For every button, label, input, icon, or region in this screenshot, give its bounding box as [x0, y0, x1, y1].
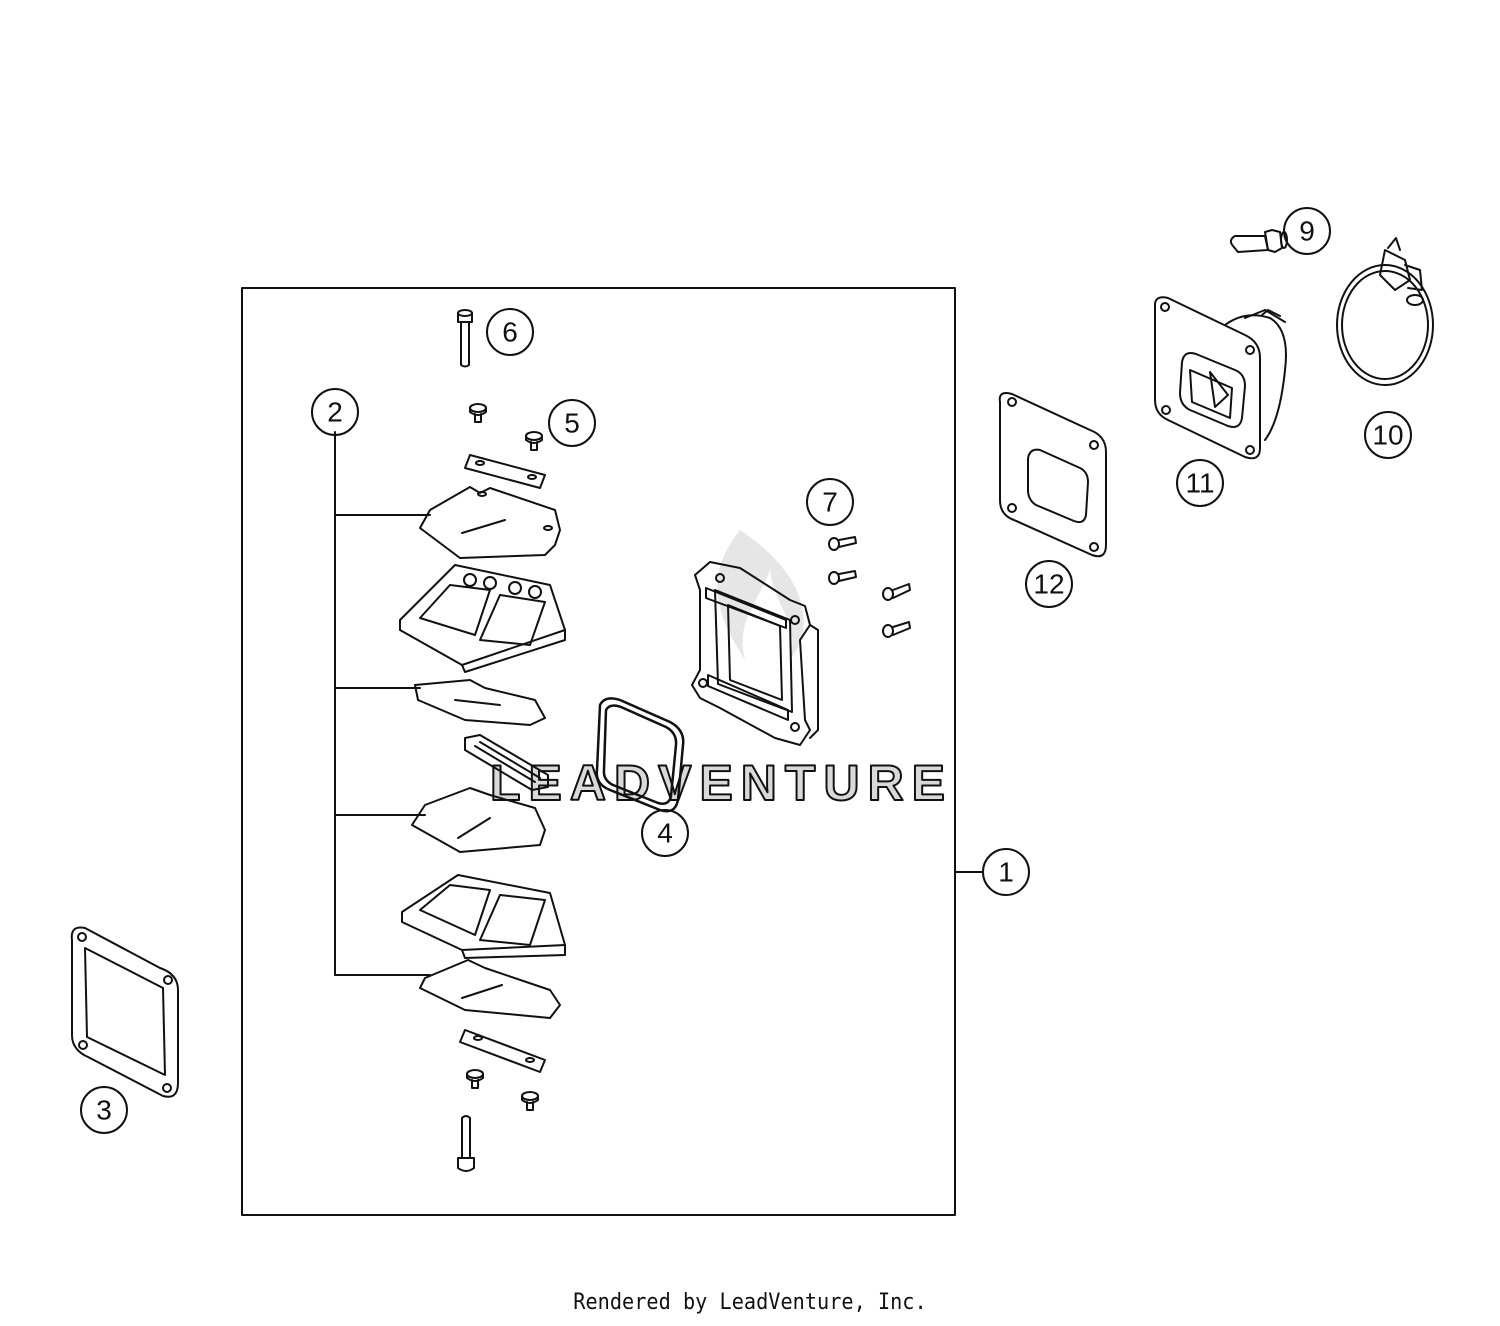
- svg-text:12: 12: [1033, 569, 1064, 600]
- kit-frame: [241, 287, 956, 1216]
- callout-2[interactable]: 2: [311, 388, 359, 436]
- svg-text:3: 3: [96, 1095, 112, 1126]
- intake-flange: [1154, 296, 1287, 460]
- reed-housing: [691, 561, 819, 746]
- svg-text:10: 10: [1372, 420, 1403, 451]
- small-screws-bottom: [466, 1069, 539, 1111]
- callout-11[interactable]: 11: [1176, 459, 1224, 507]
- reed-petal-3: [411, 787, 546, 853]
- footer-credit: Rendered by LeadVenture, Inc.: [573, 1290, 927, 1315]
- svg-text:1: 1: [998, 857, 1014, 888]
- reed-petal-1: [419, 486, 561, 559]
- callout-6[interactable]: 6: [486, 308, 534, 356]
- spacer-bar: [464, 734, 549, 791]
- gasket-12: [998, 392, 1107, 558]
- callout-5[interactable]: 5: [548, 399, 596, 447]
- gasket-3: [70, 926, 179, 1098]
- callout-7[interactable]: 7: [806, 478, 854, 526]
- svg-text:2: 2: [327, 397, 343, 428]
- stop-plate-top: [464, 454, 546, 489]
- svg-text:11: 11: [1185, 468, 1214, 499]
- callout-10[interactable]: 10: [1364, 411, 1412, 459]
- callout-3[interactable]: 3: [80, 1086, 128, 1134]
- svg-text:4: 4: [657, 818, 673, 849]
- screw-top: [457, 309, 473, 368]
- callout-1[interactable]: 1: [982, 848, 1030, 896]
- o-ring: [595, 697, 685, 813]
- reed-block-2: [401, 874, 566, 959]
- callout-4[interactable]: 4: [641, 809, 689, 857]
- reed-petal-2: [414, 679, 546, 726]
- screws-7: [828, 536, 911, 638]
- svg-text:6: 6: [502, 317, 518, 348]
- hose-clamp: [1336, 237, 1434, 386]
- svg-text:5: 5: [564, 408, 580, 439]
- callout-12[interactable]: 12: [1025, 560, 1073, 608]
- bracket-2: [334, 431, 431, 976]
- svg-text:9: 9: [1299, 216, 1315, 247]
- watermark: LEADVENTURE: [489, 530, 953, 812]
- small-screws-top: [469, 403, 543, 451]
- reed-block-1: [399, 564, 566, 673]
- watermark-text: LEADVENTURE: [490, 755, 953, 811]
- bolt-9: [1229, 229, 1288, 253]
- svg-text:7: 7: [822, 487, 838, 518]
- reed-petal-4: [419, 959, 561, 1019]
- stop-plate-bottom: [459, 1029, 546, 1073]
- screw-bottom: [457, 1115, 475, 1172]
- callout-9[interactable]: 9: [1283, 207, 1331, 255]
